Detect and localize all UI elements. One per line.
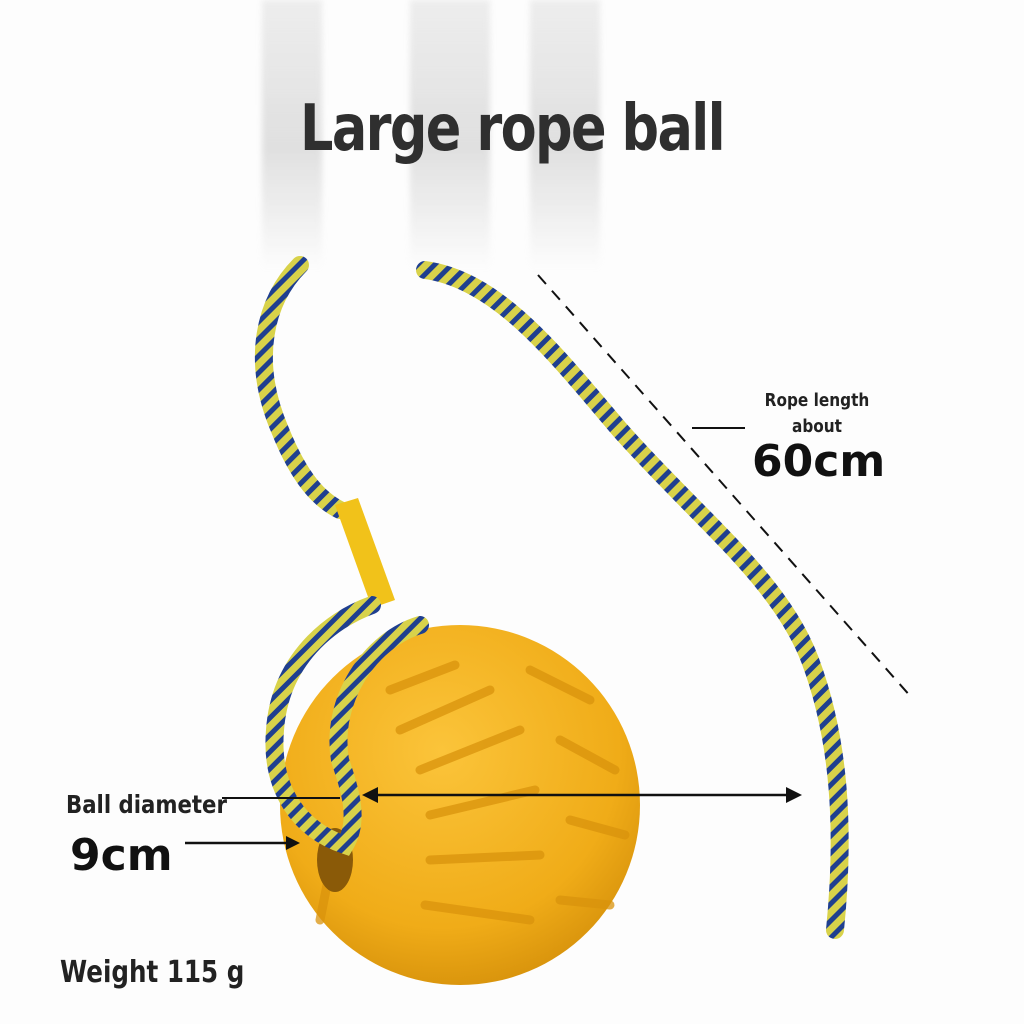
rope-length-value: 60cm	[752, 436, 886, 487]
rope-length-label: Rope length about	[764, 390, 870, 437]
weight-label: Weight 115 g	[60, 955, 245, 990]
blur-smear	[262, 0, 322, 270]
arrowhead-right	[786, 787, 802, 803]
blur-smear	[530, 0, 600, 270]
page-title: Large rope ball	[300, 92, 726, 166]
arrowhead-left	[362, 787, 378, 803]
rope-right-strand	[416, 261, 849, 939]
rope-left-strand	[254, 256, 349, 519]
rope-length-dashed-line	[537, 274, 913, 699]
ball-diameter-value: 9cm	[70, 830, 173, 881]
rope-loop	[265, 596, 429, 856]
ball-diameter-label: Ball diameter	[66, 790, 227, 819]
blur-smear	[410, 0, 490, 270]
arrowhead-ball	[286, 836, 300, 850]
rope-sleeve	[335, 498, 395, 608]
